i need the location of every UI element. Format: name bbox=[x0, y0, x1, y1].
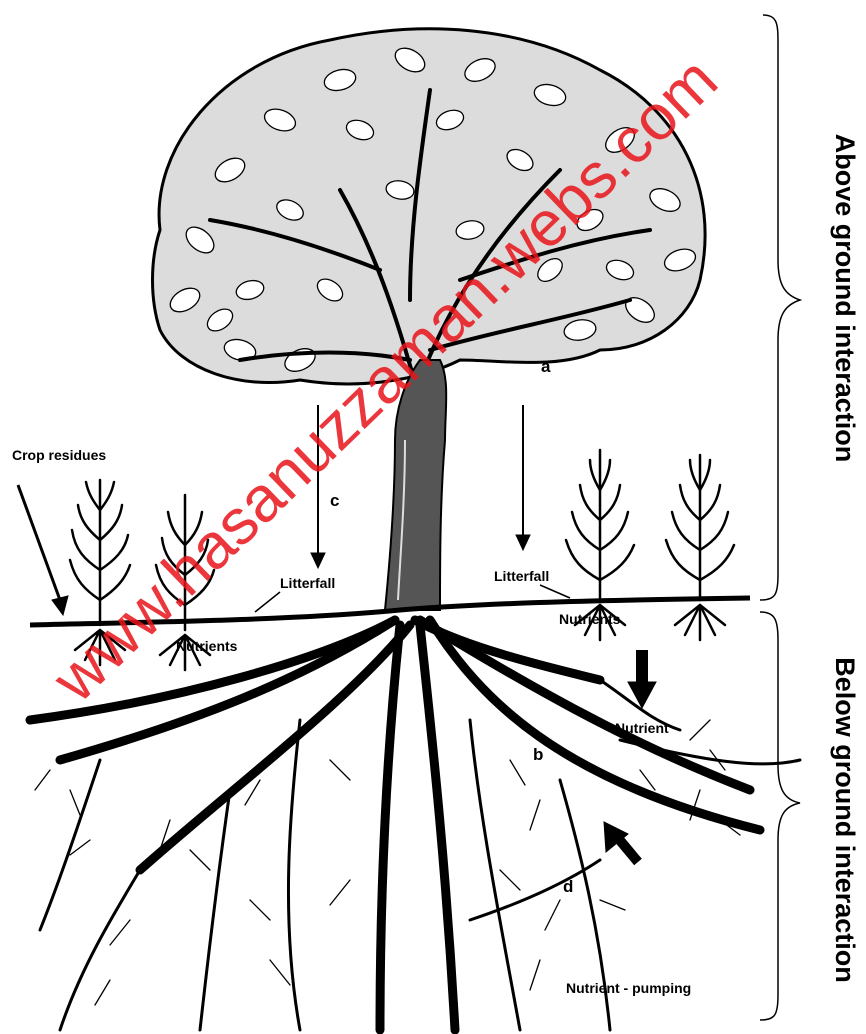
label-litterfall-right: Litterfall bbox=[494, 568, 549, 584]
label-nutrient: Nutrient bbox=[615, 720, 669, 736]
crop-residues-arrow bbox=[18, 485, 68, 615]
litterfall-pointer-right bbox=[540, 585, 570, 598]
label-nutrients-left: Nutrients bbox=[176, 638, 238, 654]
label-litterfall-left: Litterfall bbox=[280, 575, 335, 591]
litterfall-arrow-right bbox=[516, 405, 530, 550]
label-a: a bbox=[541, 357, 551, 376]
label-nutrients-right: Nutrients bbox=[559, 611, 621, 627]
nutrient-arrow bbox=[628, 650, 656, 708]
label-c: c bbox=[330, 491, 339, 510]
side-label-above-ground: Above ground interaction bbox=[830, 134, 860, 463]
label-d: d bbox=[563, 877, 573, 896]
tree-roots bbox=[30, 620, 800, 1030]
label-nutrient-pumping: Nutrient - pumping bbox=[566, 980, 691, 996]
label-crop-residues: Crop residues bbox=[12, 447, 106, 463]
crop-plant-right-2 bbox=[666, 455, 734, 640]
braces bbox=[760, 15, 800, 1020]
litterfall-pointer-left bbox=[255, 592, 280, 612]
label-b: b bbox=[533, 745, 543, 764]
above-ground-brace bbox=[760, 15, 800, 600]
nutrient-pumping-arrow bbox=[604, 822, 638, 862]
below-ground-brace bbox=[760, 612, 800, 1020]
side-label-below-ground: Below ground interaction bbox=[830, 657, 860, 983]
